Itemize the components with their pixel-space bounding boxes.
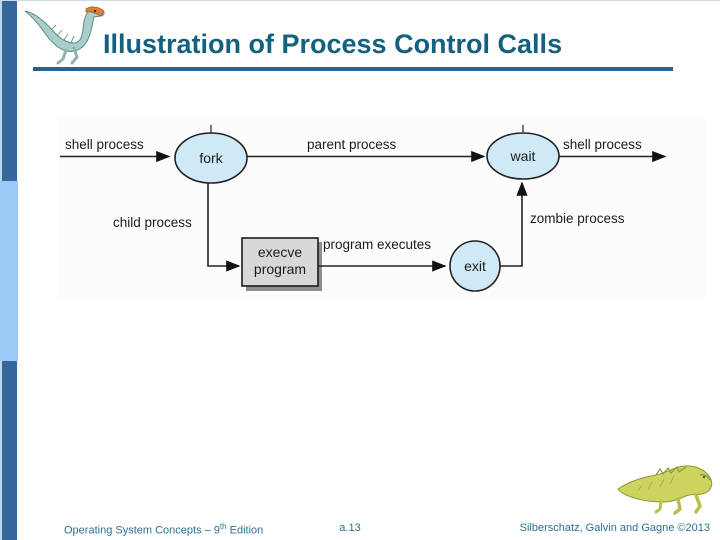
arrow-exit-to-wait <box>500 181 528 267</box>
footer-book-title: Operating System Concepts – 9th Edition <box>64 522 263 537</box>
slide-title: Illustration of Process Control Calls <box>103 29 563 59</box>
footer-edition-text: Edition <box>226 524 264 537</box>
footer-authors: Silberschatz, Galvin and Gagne ©2013 <box>519 522 710 534</box>
label-parent-process: parent process <box>307 137 397 152</box>
footer-edition-superscript: th <box>219 522 227 531</box>
fork-node-label: fork <box>199 150 223 166</box>
slide-page-number: a.13 <box>339 522 361 534</box>
execve-program-box <box>241 237 319 287</box>
exit-node-label: exit <box>464 258 486 274</box>
footer-book-title-text: Operating System Concepts – 9 <box>64 524 220 537</box>
label-shell-process-right: shell process <box>563 137 642 152</box>
execve-box-label-line2: program <box>254 261 306 277</box>
label-program-executes: program executes <box>323 237 431 252</box>
sidebar-bar-light-middle <box>0 181 18 361</box>
title-underline <box>33 67 673 71</box>
label-child-process: child process <box>113 215 192 230</box>
fork-node <box>174 132 248 184</box>
arrow-fork-to-execve <box>207 183 241 272</box>
footer-dinosaur-icon <box>617 465 713 515</box>
wait-node-label: wait <box>510 148 536 164</box>
label-shell-process-left: shell process <box>65 137 144 152</box>
label-zombie-process: zombie process <box>530 211 625 226</box>
process-control-diagram: shell process fork parent process wait s… <box>57 117 705 297</box>
sidebar-bar-dark-top <box>2 1 17 181</box>
sidebar-bar-dark-bottom <box>2 361 17 540</box>
diagram-background <box>57 117 705 297</box>
header-dinosaur-icon <box>24 6 105 65</box>
execve-box-label-line1: execve <box>258 244 303 260</box>
